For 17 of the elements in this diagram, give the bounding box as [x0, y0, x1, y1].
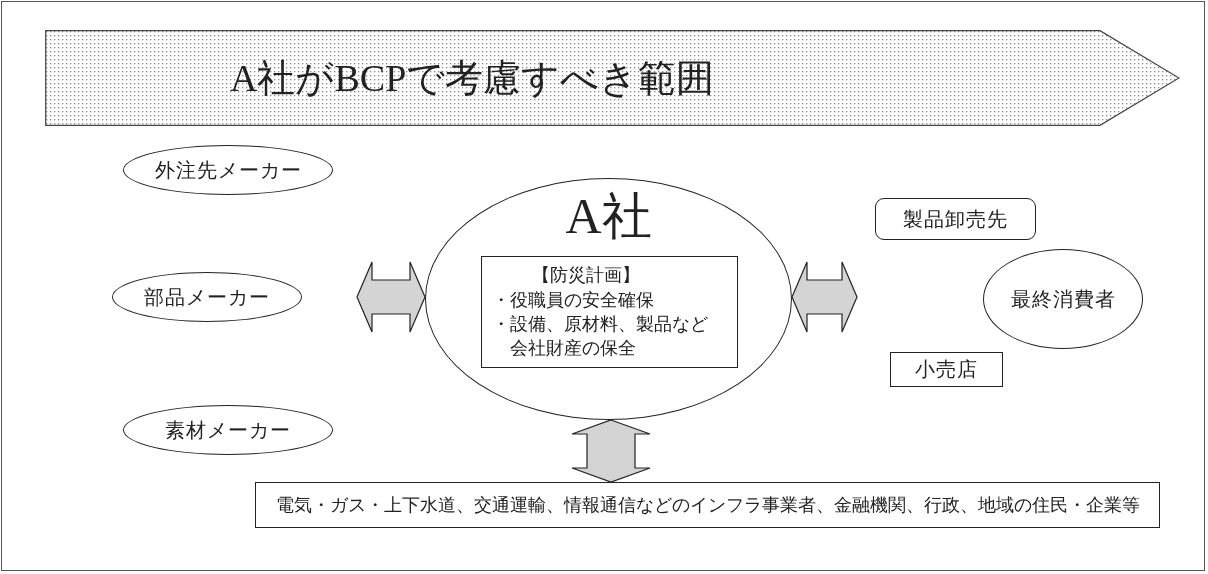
bullet-item: ・設備、原材料、製品など会社財産の保全: [492, 313, 709, 361]
oval-node: 素材メーカー: [123, 405, 333, 455]
oval-node: 部品メーカー: [112, 272, 302, 322]
banner-arrow: [45, 30, 1180, 126]
block-arrow: [356, 261, 426, 333]
process-box: 電気・ガス・上下水道、交通運輸、情報通信などのインフラ事業者、金融機関、行政、地域の住民・企業等: [255, 482, 1160, 528]
bullet-item: ・役職員の安全確保: [492, 288, 655, 312]
block-arrow: [791, 261, 858, 333]
block-arrow: [571, 419, 651, 483]
plan-box: [481, 256, 738, 368]
oval-node: 外注先メーカー: [123, 145, 333, 195]
plan-heading: 【防災計画】: [532, 264, 640, 288]
process-box: 小売店: [890, 352, 1003, 387]
title-text: A社がBCPで考慮すべき範囲: [230, 55, 715, 101]
rounded-box: 製品卸売先: [875, 198, 1036, 240]
company-name: A社: [565, 191, 652, 241]
oval-node: 最終消費者: [983, 249, 1143, 349]
